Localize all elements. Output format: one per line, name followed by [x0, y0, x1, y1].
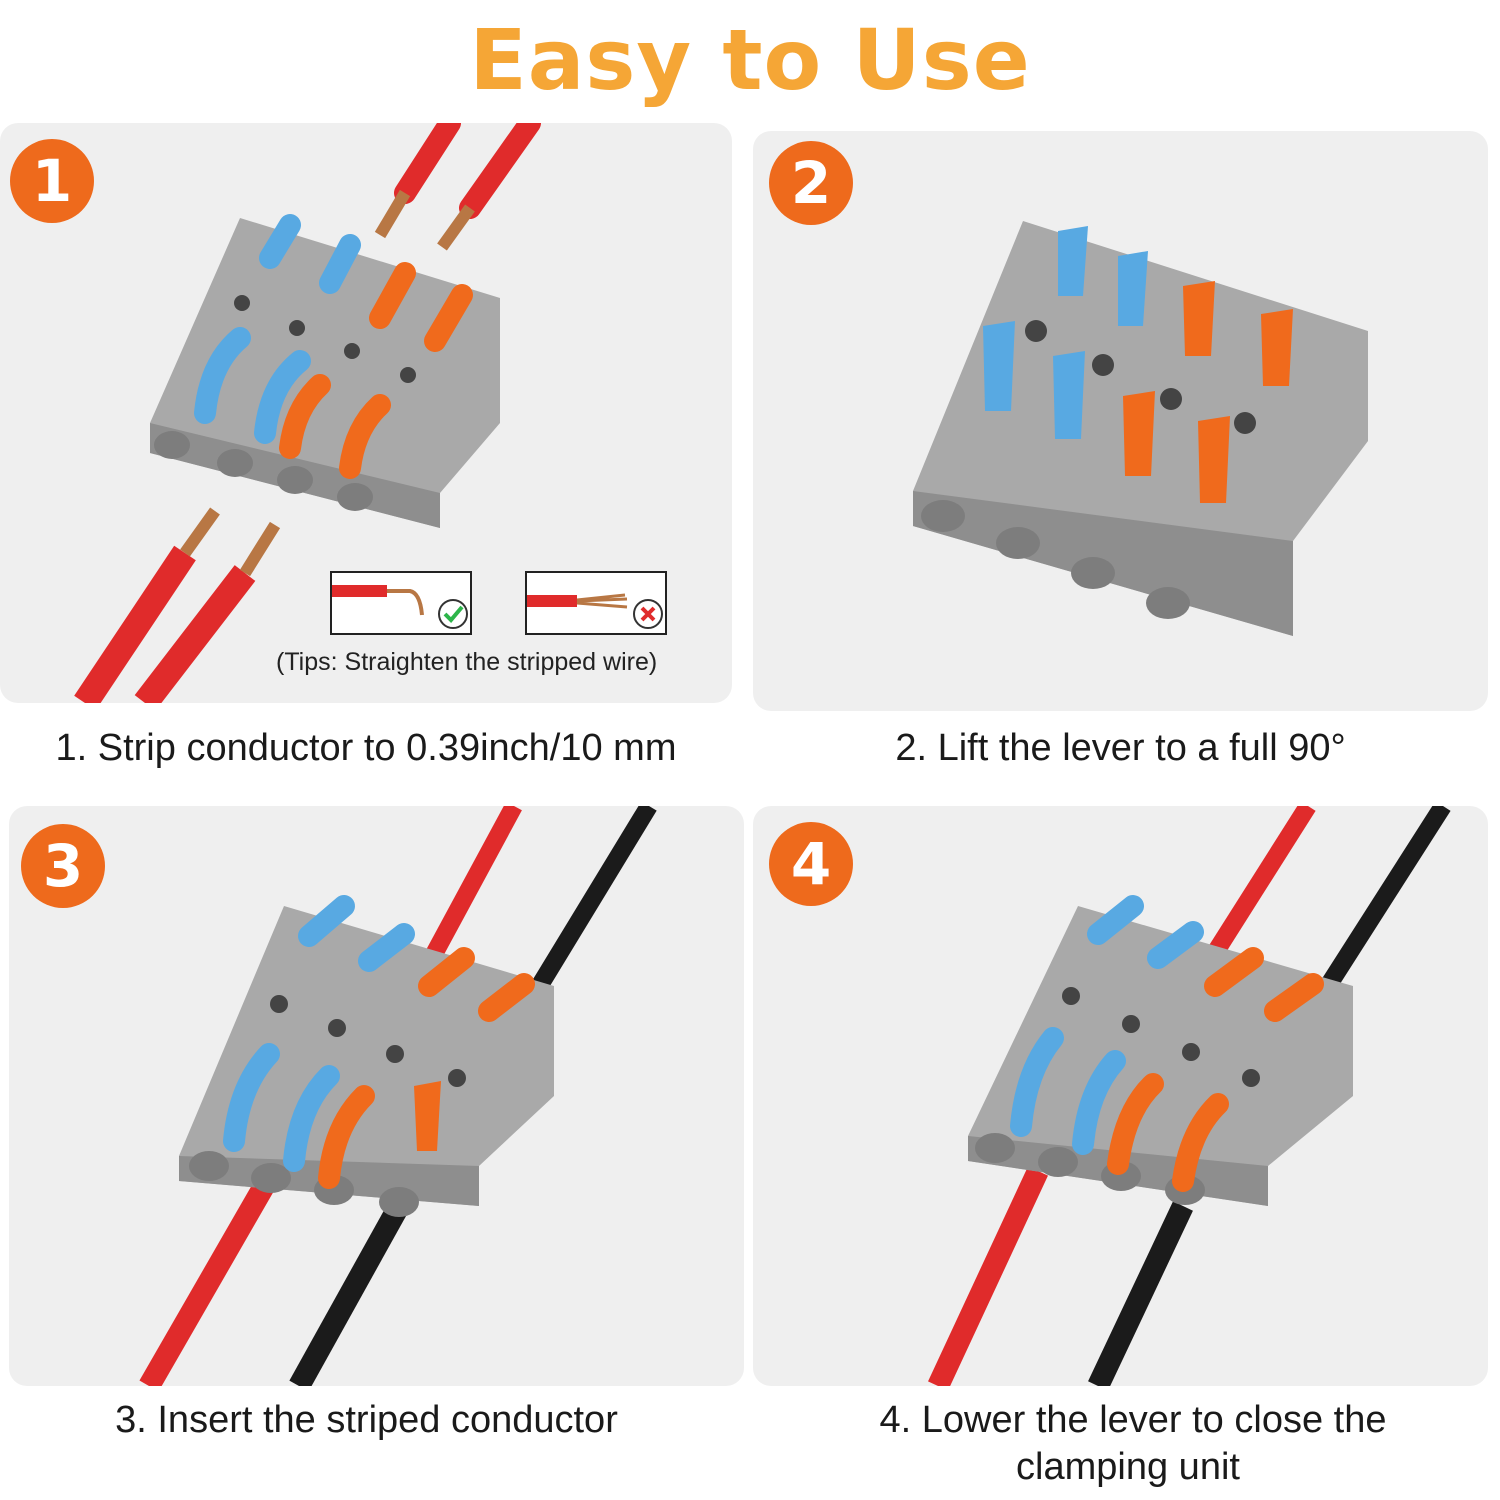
connector-block: [179, 895, 554, 1217]
step-2-badge: 2: [769, 141, 853, 225]
step-2-panel: 2: [753, 131, 1488, 711]
step-1-illustration: [74, 123, 541, 703]
tip-text: (Tips: Straighten the stripped wire): [276, 648, 658, 676]
step-4-caption-line1: 4. Lower the lever to close the: [879, 1399, 1387, 1441]
connector-block: [913, 221, 1368, 636]
page-title: Easy to Use: [469, 11, 1031, 109]
step-3-badge: 3: [21, 824, 105, 908]
step-3-illustration: [139, 806, 657, 1386]
step-4-panel: 4: [753, 806, 1488, 1386]
frayed-wire-icon: [527, 593, 628, 609]
step-4-illustration: [928, 806, 1451, 1386]
top-wires: [374, 123, 541, 251]
step-2-caption: 2. Lift the lever to a full 90°: [895, 727, 1346, 769]
step-4-caption-line2: clamping unit: [1016, 1446, 1240, 1488]
bottom-wires: [74, 507, 281, 703]
straight-wire-icon: [332, 585, 424, 616]
connector-block: [968, 895, 1353, 1206]
wires: [928, 806, 1451, 1386]
step-3-panel: 3: [9, 806, 744, 1386]
step-2-illustration: [913, 221, 1368, 636]
check-icon: [438, 599, 468, 629]
step-1-badge: 1: [10, 139, 94, 223]
step-1-panel: 1 (Tips: Straighten the stripped wire): [0, 123, 732, 703]
step-4-badge: 4: [769, 822, 853, 906]
tip-good-box: [330, 571, 472, 635]
connector-block: [150, 214, 500, 528]
cross-icon: [633, 599, 663, 629]
step-3-caption: 3. Insert the striped conductor: [115, 1399, 618, 1441]
tip-bad-box: [525, 571, 667, 635]
step-1-caption: 1. Strip conductor to 0.39inch/10 mm: [55, 727, 677, 769]
